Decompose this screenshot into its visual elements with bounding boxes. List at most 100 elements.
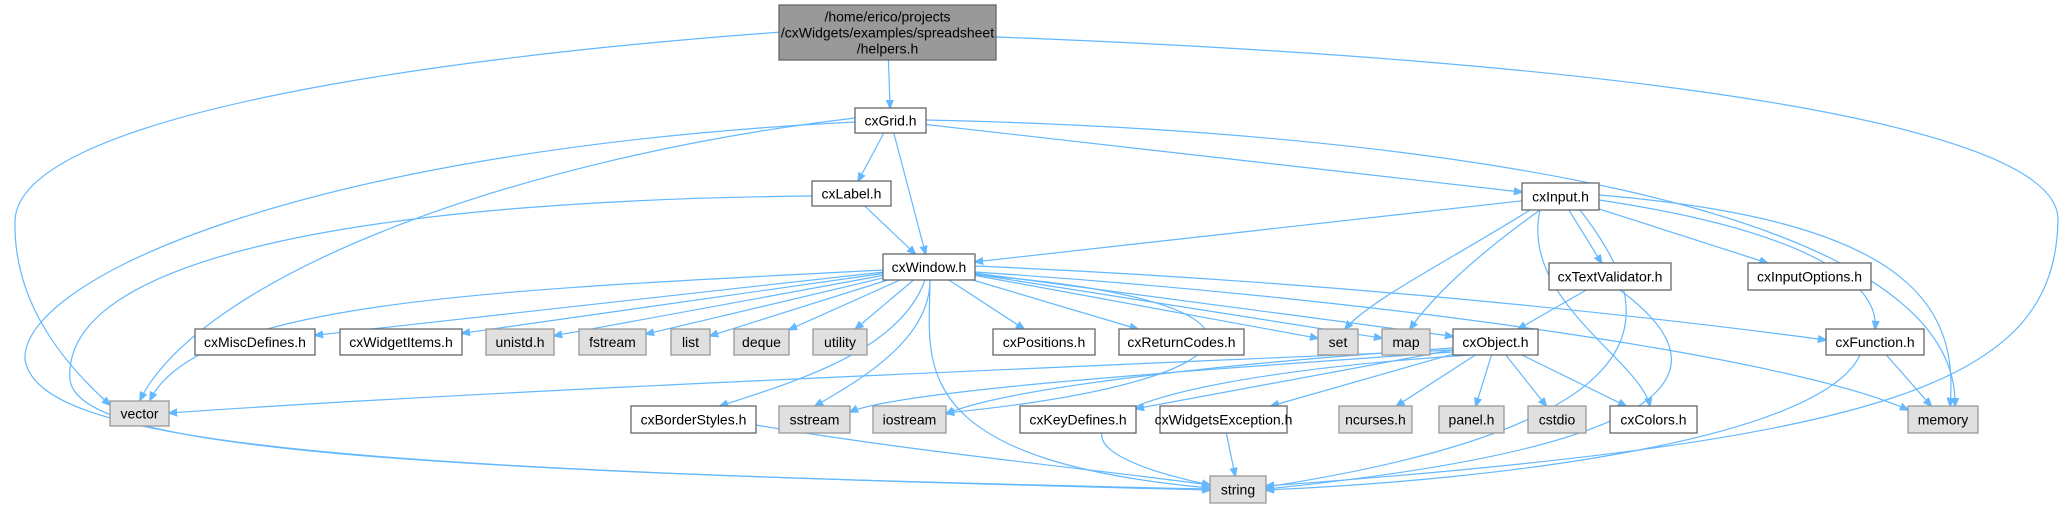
node-box [339,328,463,356]
edge-cxWindow-to-cxObject [974,272,1453,336]
edge-cxWindow-to-cxFunction [974,265,1826,340]
edge-cxObject-to-panel [1476,354,1493,406]
node-cxTextValidator[interactable]: cxTextValidator.h [1548,262,1672,291]
node-label: cxInput.h [1532,189,1589,205]
edge-cxWindow-to-list [710,279,888,336]
node-cxReturnCodes[interactable]: cxReturnCodes.h [1118,328,1245,356]
edge-cxObject-to-cxKeyDefines [1136,349,1454,409]
edge-cxWindow-to-memory [974,271,1908,410]
node-memory: memory [1907,405,1979,434]
edge-cxGrid-to-string [24,121,1210,489]
edge-cxWindow-to-sstream [815,279,931,406]
edge-cxWindow-to-cxBorderStyles [720,279,926,406]
edge-cxLabel-to-cxWindow [864,205,916,254]
edge-cxWindow-to-cxReturnCodes [972,279,1138,329]
node-box [882,253,976,281]
node-fstream: fstream [578,328,647,356]
node-map: map [1381,328,1431,356]
node-unistd: unistd.h [485,328,555,356]
node-box [812,328,868,356]
node-box [1118,328,1245,356]
edge-cxGrid-to-memory [925,119,1955,406]
node-box [1209,475,1267,504]
edge-cxInput-to-memory [1598,194,1951,406]
node-label: cxGrid.h [864,113,916,129]
edge-cxGrid-to-cxLabel [858,132,885,181]
edge-cxWindow-to-unistd [554,274,884,335]
edge-helpers-to-cxGrid [888,59,890,108]
node-box [485,328,555,356]
node-box [194,328,316,356]
edge-cxWidgetsException-to-string [1225,432,1235,476]
node-cxMiscDefines[interactable]: cxMiscDefines.h [194,328,316,356]
nodes-layer: /home/erico/projects/cxWidgets/examples/… [109,4,1979,504]
node-label-line: /home/erico/projects [824,9,950,25]
node-box [1527,405,1587,434]
node-box [992,328,1096,356]
node-cxLabel[interactable]: cxLabel.h [811,180,892,207]
node-label: cxObject.h [1462,334,1528,350]
node-box [854,107,927,134]
edge-cxInput-to-string [1266,209,1627,487]
node-cxObject[interactable]: cxObject.h [1452,328,1539,356]
node-set: set [1317,328,1359,356]
node-box [1159,405,1288,434]
node-cxWidgetsException[interactable]: cxWidgetsException.h [1155,405,1293,434]
node-helpers[interactable]: /home/erico/projects/cxWidgets/examples/… [778,4,997,61]
node-cxPositions[interactable]: cxPositions.h [992,328,1096,356]
node-label: unistd.h [495,334,544,350]
edge-cxWindow-to-string [928,279,1210,488]
node-cxWidgetItems[interactable]: cxWidgetItems.h [339,328,463,356]
node-ncurses: ncurses.h [1338,405,1413,434]
node-label: cxWindow.h [892,259,967,275]
node-box [1452,328,1539,356]
node-label: cstdio [1539,412,1576,428]
node-label: cxColors.h [1620,412,1686,428]
node-cxBorderStyles[interactable]: cxBorderStyles.h [630,405,757,434]
node-label: set [1329,334,1348,350]
node-box [1317,328,1359,356]
node-label: cxBorderStyles.h [641,412,747,428]
edge-cxObject-to-cxColors [1521,354,1626,406]
node-cxGrid[interactable]: cxGrid.h [854,107,927,134]
node-label: cxWidgetsException.h [1155,412,1293,428]
edge-cxWindow-to-map [974,273,1382,338]
node-label-line: /cxWidgets/examples/spreadsheet [781,25,994,41]
node-cxWindow[interactable]: cxWindow.h [882,253,976,281]
node-box [733,328,790,356]
node-cxFunction[interactable]: cxFunction.h [1825,328,1925,356]
node-list: list [670,328,711,356]
node-cxKeyDefines[interactable]: cxKeyDefines.h [1019,405,1137,434]
node-box [872,405,947,434]
edge-cxWindow-to-cxWidgetItems [462,272,884,334]
edge-helpers-to-vector [14,31,782,405]
edge-cxWindow-to-fstream [646,277,884,334]
edge-cxLabel-to-string [69,195,1210,490]
node-cxColors[interactable]: cxColors.h [1609,405,1698,434]
edge-cxWindow-to-cxMiscDefines [315,271,884,335]
node-label-line: /helpers.h [857,41,918,57]
node-label: string [1221,482,1255,498]
node-deque: deque [733,328,790,356]
node-cxInputOptions[interactable]: cxInputOptions.h [1747,262,1872,291]
node-label: deque [742,334,781,350]
edge-cxInput-to-cxFunction [1598,199,1875,329]
edge-cxInput-to-map [1410,209,1541,329]
node-label: panel.h [1449,412,1495,428]
node-label: list [682,334,699,350]
edge-cxGrid-to-cxInput [925,123,1522,193]
node-box [630,405,757,434]
edge-cxWindow-to-vector [150,269,884,400]
edge-cxObject-to-ncurses [1396,354,1476,406]
node-panel: panel.h [1438,405,1505,434]
edge-cxBorderStyles-to-string [755,424,1210,485]
node-cstdio: cstdio [1527,405,1587,434]
node-label: vector [120,406,158,422]
node-label: memory [1918,412,1969,428]
edge-cxWindow-to-cxPositions [948,279,1024,329]
node-cxInput[interactable]: cxInput.h [1521,182,1600,211]
edge-cxFunction-to-memory [1885,354,1931,406]
node-label: fstream [589,334,636,350]
edge-cxInput-to-cxWindow [975,200,1523,262]
node-label: cxTextValidator.h [1558,269,1663,285]
